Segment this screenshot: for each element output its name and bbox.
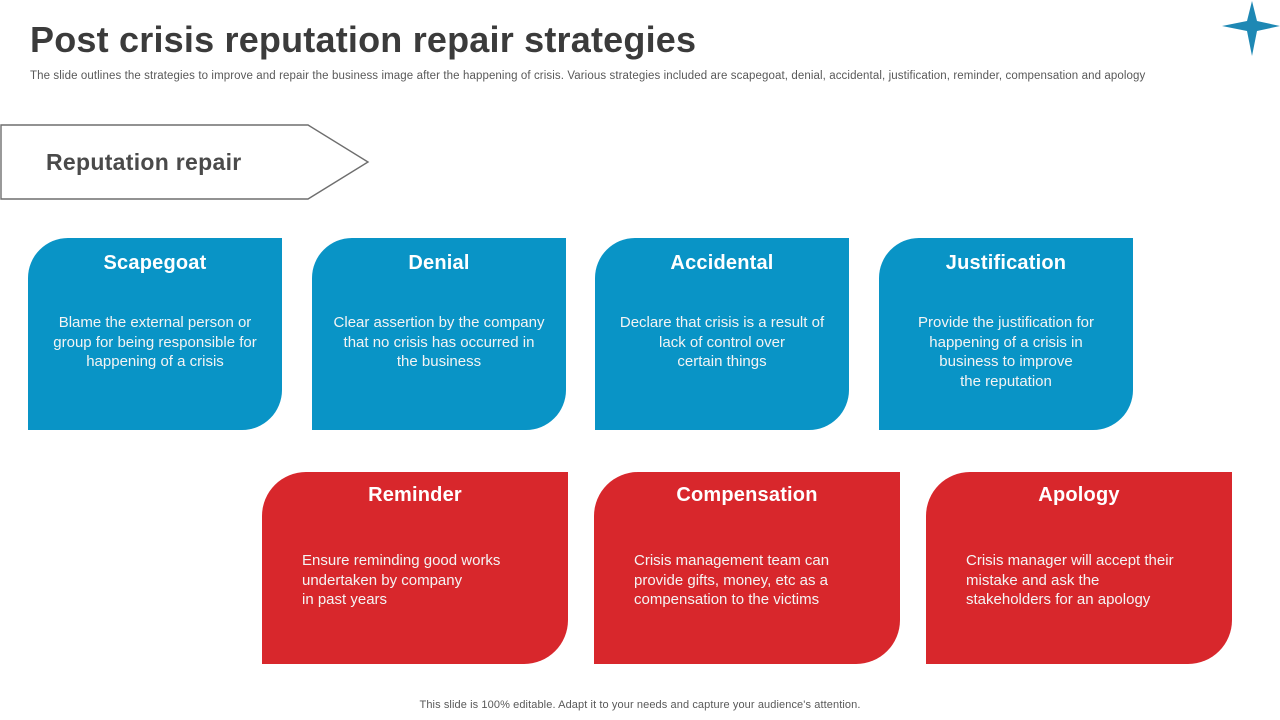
- banner-arrow-shape: [0, 124, 370, 200]
- card-body: Provide the justification for happening …: [918, 314, 1094, 390]
- banner-label: Reputation repair: [46, 148, 242, 175]
- slide-title: Post crisis reputation repair strategies: [30, 19, 697, 60]
- card-title: Denial: [408, 252, 470, 274]
- strategy-card-justification: Justification Provide the justification …: [879, 238, 1133, 430]
- card-body: Clear assertion by the company that no c…: [333, 314, 545, 370]
- reputation-repair-banner: Reputation repair: [0, 124, 375, 200]
- card-body: Crisis manager will accept their mistake…: [966, 552, 1174, 608]
- slide-subtitle: The slide outlines the strategies to imp…: [30, 70, 1146, 82]
- strategy-card-compensation: Compensation Crisis management team can …: [594, 472, 900, 664]
- strategy-card-scapegoat: Scapegoat Blame the external person or g…: [28, 238, 282, 430]
- strategy-card-reminder: Reminder Ensure reminding good works und…: [262, 472, 568, 664]
- card-title: Apology: [1038, 484, 1120, 506]
- card-body: Ensure reminding good works undertaken b…: [302, 552, 501, 608]
- card-body: Declare that crisis is a result of lack …: [619, 314, 825, 370]
- card-title: Justification: [945, 252, 1067, 274]
- card-title: Compensation: [676, 484, 818, 506]
- four-point-star-icon: [1222, 1, 1280, 56]
- footer-note: This slide is 100% editable. Adapt it to…: [419, 699, 861, 711]
- strategy-card-apology: Apology Crisis manager will accept their…: [926, 472, 1232, 664]
- card-body: Crisis management team can provide gifts…: [634, 552, 830, 608]
- card-title: Accidental: [670, 252, 774, 274]
- card-body: Blame the external person or group for b…: [53, 314, 257, 370]
- card-title: Scapegoat: [103, 252, 207, 274]
- strategy-card-denial: Denial Clear assertion by the company th…: [312, 238, 566, 430]
- strategy-card-accidental: Accidental Declare that crisis is a resu…: [595, 238, 849, 430]
- card-title: Reminder: [368, 484, 462, 506]
